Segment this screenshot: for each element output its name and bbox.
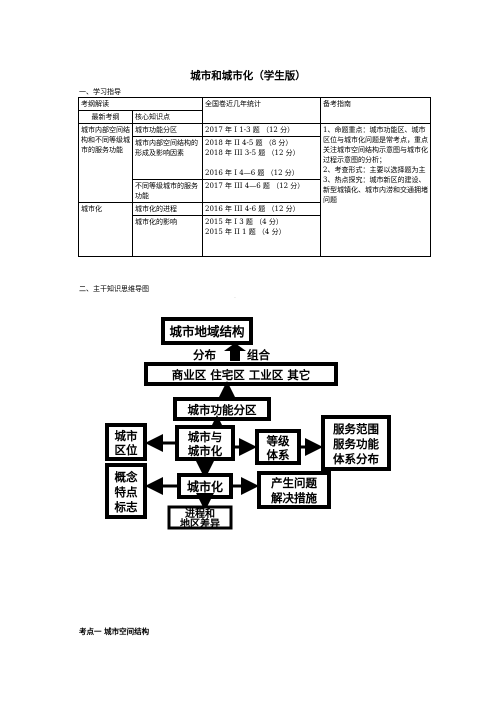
label-service-line2: 服务功能 — [333, 437, 379, 451]
label-location-line2: 区位 — [115, 443, 138, 457]
label-problems-line1: 产生问题 — [271, 476, 317, 490]
core-cell: 城市功能分区 — [132, 123, 203, 137]
core-cell: 城市内部空间结构的形成及影响因素 — [132, 136, 203, 180]
label-urbanization: 城市化 — [187, 479, 223, 494]
page-title: 城市和城市化（学生版） — [190, 70, 306, 82]
label-distribution: 分布 — [193, 348, 216, 362]
label-concept-line1: 概念 — [115, 470, 138, 484]
label-concept-line3: 标志 — [114, 500, 138, 514]
table-row: 城市化的影响 2015 年 I 3 题 （4 分） 2015 年 II 1 题 … — [79, 215, 431, 257]
label-problems-line2: 解决措施 — [271, 491, 317, 505]
section-heading-study-guide: 一、学习指导 — [79, 88, 121, 96]
box-location — [105, 423, 147, 461]
label-zones: 商业区 住宅区 工业区 其它 — [172, 368, 311, 382]
stats-cell: 2017 年 III 4—6 题 （12 分） — [202, 179, 321, 203]
table-header-row: 考纲解读 全国卷近几年统计 备考指南 — [78, 97, 431, 124]
box-service — [321, 415, 391, 471]
table-row: 城市内部空间结构和不同等级城市的服务功能 城市功能分区 2017 年 I 1-3… — [78, 123, 431, 257]
stat-line: 2015 年 II 1 题 （4 分） — [205, 228, 286, 236]
arrow-up-icon — [224, 343, 246, 361]
core-cell: 城市化的进程 — [132, 202, 203, 216]
label-hierarchy-line2: 体系 — [267, 448, 290, 462]
label-process-line2: 地区差异 — [180, 517, 220, 530]
section-heading-mindmap: 二、主干知识思维导图 — [79, 285, 149, 293]
stat-line: 2018 年 II 4-5 题 （8 分） — [205, 139, 293, 147]
label-service-line3: 体系分布 — [333, 452, 379, 466]
stray-mark: ` — [234, 297, 237, 303]
label-hierarchy-line1: 等级 — [266, 434, 290, 448]
header-outline: 考纲解读 — [78, 97, 203, 111]
core-cell: 不同等级城市的服务功能 — [132, 179, 203, 203]
stat-line: 2018 年 III 3-5 题 （12 分） — [205, 149, 300, 157]
guide-item: 3、热点探究：城市新区的建设、新型城镇化、城市内涝和交通拥堵问题 — [323, 176, 428, 204]
header-stats: 全国卷近几年统计 — [202, 97, 321, 124]
stat-line: 2017 年 I 1-3 题 （12 分） — [205, 126, 295, 134]
stats-cell: 2018 年 II 4-5 题 （8 分） 2018 年 III 3-5 题 （… — [202, 136, 321, 180]
label-location-line1: 城市 — [115, 429, 138, 443]
stats-cell: 2015 年 I 3 题 （4 分） 2015 年 II 1 题 （4 分） — [202, 215, 321, 257]
stats-cell: 2016 年 III 4-6 题 （12 分） — [202, 202, 321, 216]
header-guide: 备考指南 — [320, 97, 431, 124]
guide-item: 1、命题重点：城市功能区、城市区位与城市化问题是常考点，重点关注城市空间结构示意… — [323, 126, 428, 164]
label-center-line2: 城市化 — [188, 444, 223, 458]
guide-item: 2、考查形式：主要以选择题为主 — [323, 166, 426, 174]
box-zones — [144, 362, 338, 386]
box-urban-structure — [161, 317, 253, 345]
table-subheader-row: 最新考纲 核心知识点 — [78, 110, 431, 124]
table-row: 城市化 城市化的进程 2016 年 III 4-6 题 （12 分） — [78, 202, 431, 257]
box-center — [175, 425, 235, 461]
label-process-line1: 进程和 — [185, 507, 215, 520]
label-functional-zones: 城市功能分区 — [188, 403, 257, 417]
stats-cell: 2017 年 I 1-3 题 （12 分） — [202, 123, 321, 137]
label-concept-line2: 特点 — [115, 485, 138, 499]
subheader-core: 核心知识点 — [132, 110, 203, 124]
topic-cell: 城市内部空间结构和不同等级城市的服务功能 — [78, 123, 133, 203]
label-combination: 组合 — [247, 348, 270, 362]
label-center-line1: 城市与 — [188, 430, 223, 444]
study-guide-table: 考纲解读 全国卷近几年统计 备考指南 最新考纲 核心知识点 城市内部空间结构和不… — [78, 97, 431, 257]
stat-line: 2016 年 III 4-6 题 （12 分） — [205, 205, 300, 213]
keypoint-heading: 考点一 城市空间结构 — [79, 627, 150, 636]
box-process — [167, 505, 233, 530]
box-hierarchy — [255, 429, 301, 465]
topic-cell: 城市化 — [78, 202, 133, 257]
label-urban-structure: 城市地域结构 — [169, 324, 244, 339]
stat-line: 2017 年 III 4—6 题 （12 分） — [205, 182, 305, 190]
mind-map-diagram: 城市地域结构 分布 组合 商业区 住宅区 工业区 其它 城市功能分区 城市与 城… — [105, 317, 391, 530]
stat-line: 2016 年 I 4—6 题 （12 分） — [205, 169, 299, 177]
guide-cell: 1、命题重点：城市功能区、城市区位与城市化问题是常考点，重点关注城市空间结构示意… — [320, 123, 431, 257]
subheader-latest: 最新考纲 — [78, 110, 133, 124]
box-problems — [257, 471, 331, 509]
core-cell: 城市化的影响 — [132, 215, 203, 257]
box-concept — [105, 463, 147, 519]
label-service-line1: 服务范围 — [333, 422, 379, 436]
stat-line-blank — [205, 158, 318, 168]
stat-line: 2015 年 I 3 题 （4 分） — [205, 218, 283, 226]
